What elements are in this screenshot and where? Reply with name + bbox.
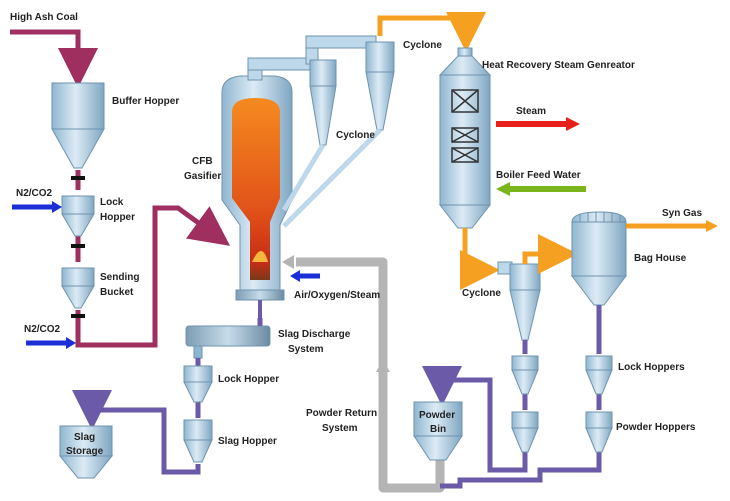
label-cyclone-top: Cyclone — [403, 40, 442, 51]
label-cyclone-bottom: Cyclone — [462, 288, 501, 299]
label-boiler-feed-water: Boiler Feed Water — [496, 170, 581, 181]
label-lock-hopper-2: Hopper — [100, 212, 135, 223]
label-cfb-gasifier-2: Gasifier — [184, 171, 221, 182]
gas-line-cyclone-to-baghouse — [522, 234, 578, 274]
label-powder-bin-1: Powder — [419, 410, 455, 421]
n2co2-top-arrow — [12, 201, 62, 213]
slag-lock-hopper — [183, 365, 213, 403]
label-sending-bucket-2: Bucket — [100, 287, 134, 298]
sending-bucket — [61, 267, 95, 309]
label-lock-hoppers: Lock Hoppers — [618, 362, 685, 373]
label-slag-storage-1: Slag — [74, 432, 95, 443]
label-slag-discharge-2: System — [288, 344, 324, 355]
slag-discharge-system — [185, 325, 271, 359]
diagram-labels: High Ash Coal Buffer Hopper N2/CO2 Lock … — [10, 12, 702, 457]
label-slag-hopper: Slag Hopper — [218, 436, 277, 447]
label-cyclone-middle: Cyclone — [336, 130, 375, 141]
coal-lock-hopper — [61, 195, 95, 237]
label-high-ash-coal: High Ash Coal — [10, 12, 78, 23]
gas-line-hrsg-to-cyclone — [460, 228, 500, 290]
label-powder-bin-2: Bin — [430, 424, 446, 435]
cfb-gasifier — [221, 75, 293, 318]
slag-ash-line — [72, 318, 263, 475]
slag-storage — [58, 425, 114, 479]
bag-house — [570, 211, 628, 306]
powder-return-line — [296, 257, 445, 493]
label-hrsg: Heat Recovery Steam Genreator — [482, 60, 635, 71]
slag-hopper — [183, 419, 213, 463]
label-slag-storage-2: Storage — [66, 446, 104, 457]
boiler-feed-water-arrow — [496, 182, 586, 196]
label-steam: Steam — [516, 106, 546, 117]
label-syn-gas: Syn Gas — [662, 208, 702, 219]
label-powder-return-1: Powder Return — [306, 408, 377, 419]
coal-feed-line — [10, 29, 231, 348]
air-oxygen-steam-arrow — [290, 270, 320, 282]
right-powder-hopper-cyclone — [511, 411, 539, 453]
label-n2co2-top: N2/CO2 — [16, 188, 53, 199]
label-sending-bucket-1: Sending — [100, 272, 139, 283]
cyclone-bottom — [497, 261, 541, 341]
label-powder-return-2: System — [322, 423, 358, 434]
right-lock-hopper-baghouse — [585, 355, 613, 395]
powder-return-up-arrow — [376, 360, 390, 372]
label-powder-hoppers: Powder Hoppers — [616, 422, 696, 433]
cyclone-top — [365, 41, 395, 131]
powder-bin — [413, 401, 463, 461]
gasifier-to-cyclone-pipe — [247, 35, 377, 81]
powder-return-arrowhead — [282, 255, 294, 269]
steam-arrow — [496, 117, 580, 131]
label-cfb-gasifier-1: CFB — [192, 156, 213, 167]
label-slag-discharge-1: Slag Discharge — [278, 329, 351, 340]
cyclone-return-legs — [281, 128, 382, 228]
gas-line-to-hrsg — [377, 12, 486, 52]
label-lock-hopper-1: Lock — [100, 197, 124, 208]
label-air-oxygen-steam: Air/Oxygen/Steam — [294, 290, 380, 301]
n2co2-bottom-arrow — [26, 337, 76, 349]
right-powder-hopper-baghouse — [585, 411, 613, 453]
cyclone-middle — [309, 59, 337, 146]
label-n2co2-bottom: N2/CO2 — [24, 324, 61, 335]
label-slag-lock-hopper: Lock Hopper — [218, 374, 279, 385]
ash-line-right — [422, 305, 602, 489]
label-buffer-hopper: Buffer Hopper — [112, 96, 179, 107]
coal-line-valves — [71, 176, 85, 318]
buffer-hopper — [51, 82, 105, 169]
syn-gas-arrow — [626, 220, 718, 232]
heat-recovery-steam-generator — [438, 47, 492, 229]
label-bag-house: Bag House — [634, 253, 687, 264]
right-lock-hopper-cyclone — [511, 355, 539, 395]
